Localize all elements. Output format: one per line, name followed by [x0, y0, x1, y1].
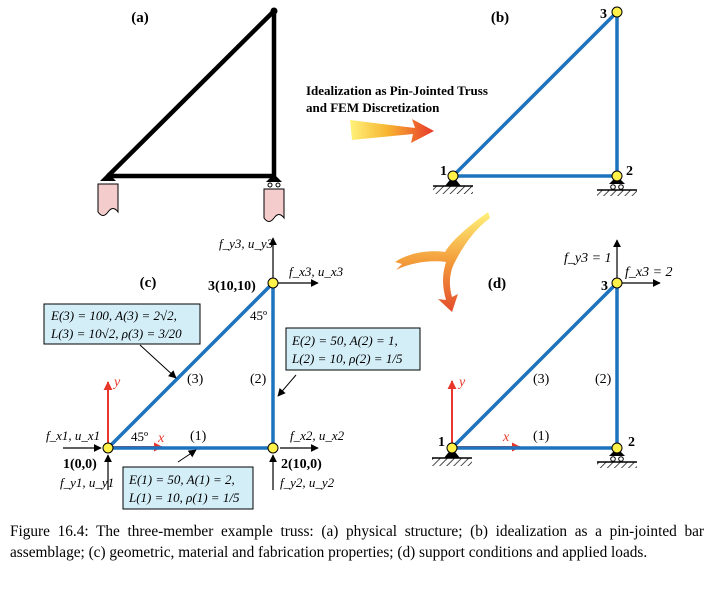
- angle-node3: 45º: [250, 308, 267, 323]
- label-fx3: f_x3, u_x3: [289, 264, 344, 279]
- member-d-2-label: (2): [595, 372, 612, 387]
- load-fx3: f_x3 = 2: [625, 265, 673, 280]
- figure-drawing: (a) Idealization as Pin-Jointed Truss an…: [43, 6, 673, 510]
- node-d-2-label: 2: [628, 435, 635, 450]
- props-box-member3: E(3) = 100, A(3) = 2√2, L(3) = 10√2, ρ(3…: [43, 303, 201, 345]
- panel-a-label: (a): [131, 10, 149, 26]
- svg-text:L(1) = 10, ρ(1) = 1/5: L(1) = 10, ρ(1) = 1/5: [128, 490, 240, 505]
- idealization-annotation: Idealization as Pin-Jointed Truss and FE…: [306, 83, 490, 312]
- support-roller-a: [263, 174, 285, 222]
- panel-a: (a): [97, 7, 285, 222]
- support-pin-a: [97, 173, 119, 216]
- axis-d-y-label: y: [457, 375, 466, 390]
- svg-text:E(2) = 50, A(2) = 1,: E(2) = 50, A(2) = 1,: [291, 333, 398, 348]
- truss-b-members: [451, 10, 619, 178]
- panel-b-label: (b): [491, 10, 509, 26]
- angle-node1: 45º: [131, 429, 148, 444]
- axis-d-x-label: x: [502, 430, 510, 445]
- pointer-lines-c: [139, 344, 297, 463]
- physical-frame: [106, 9, 277, 179]
- panel-c: (c) y x f_y3, u_y3 f_x3, u_x3 f_x1, u_x1…: [43, 236, 421, 510]
- node-c-2-label: 2(10,0): [281, 457, 322, 472]
- truss-d-members: [450, 281, 619, 450]
- node-b-1-label: 1: [440, 164, 447, 179]
- member-c-2-label: (2): [250, 372, 267, 387]
- node-b-3-label: 3: [600, 7, 607, 22]
- node-c-1-label: 1(0,0): [63, 457, 97, 472]
- figure-caption: Figure 16.4: The three-member example tr…: [10, 523, 704, 561]
- node-c-3-label: 3(10,10): [208, 279, 256, 294]
- force-arrows-c: [63, 237, 319, 490]
- node-c-3: [267, 277, 279, 289]
- label-fx1: f_x1, u_x1: [46, 428, 100, 443]
- panel-d: (d) y x f_y3 = 1 f_x3 = 2: [432, 239, 673, 468]
- axis-x-label: x: [157, 431, 165, 446]
- node-b-2: [611, 170, 623, 182]
- idealization-arrow: [350, 119, 434, 143]
- label-fy1: f_y1, u_y1: [60, 475, 114, 490]
- node-c-1: [102, 442, 114, 454]
- props-box-member1: E(1) = 50, A(1) = 2, L(1) = 10, ρ(1) = 1…: [122, 466, 254, 510]
- node-c-2: [267, 442, 279, 454]
- node-b-1: [447, 170, 459, 182]
- truss-c-members: [106, 281, 275, 450]
- node-d-3: [611, 277, 623, 289]
- label-fy3: f_y3, u_y3: [219, 236, 274, 251]
- svg-text:E(3) = 100, A(3) = 2√2,: E(3) = 100, A(3) = 2√2,: [50, 308, 177, 323]
- panel-d-label: (d): [488, 276, 506, 292]
- member-d-3-label: (3): [533, 372, 550, 387]
- split-arrow: [395, 212, 490, 312]
- label-fy2: f_y2, u_y2: [280, 475, 335, 490]
- axis-y-label: y: [112, 375, 121, 390]
- member-d-1-label: (1): [533, 429, 550, 444]
- panel-c-label: (c): [140, 275, 157, 291]
- panel-b: (b) 1 2 3: [433, 6, 637, 196]
- member-c-1-label: (1): [190, 429, 207, 444]
- node-d-1: [446, 442, 458, 454]
- node-d-2: [611, 442, 623, 454]
- svg-text:E(1) = 50, A(1) = 2,: E(1) = 50, A(1) = 2,: [128, 472, 235, 487]
- idealization-line-2: and FEM Discretization: [306, 100, 440, 115]
- svg-text:L(3) = 10√2, ρ(3) = 3/20: L(3) = 10√2, ρ(3) = 3/20: [50, 326, 182, 341]
- node-d-1-label: 1: [438, 435, 445, 450]
- node-b-3: [611, 6, 623, 18]
- svg-text:L(2) = 10, ρ(2) = 1/5: L(2) = 10, ρ(2) = 1/5: [291, 351, 403, 366]
- load-arrows-d: [613, 239, 661, 287]
- member-c-3-label: (3): [187, 372, 204, 387]
- load-fy3: f_y3 = 1: [564, 251, 612, 266]
- node-d-3-label: 3: [601, 279, 608, 294]
- label-fx2: f_x2, u_x2: [290, 428, 345, 443]
- node-b-2-label: 2: [626, 164, 633, 179]
- props-box-member2: E(2) = 50, A(2) = 1, L(2) = 10, ρ(2) = 1…: [285, 327, 421, 371]
- idealization-line-1: Idealization as Pin-Jointed Truss: [306, 83, 488, 98]
